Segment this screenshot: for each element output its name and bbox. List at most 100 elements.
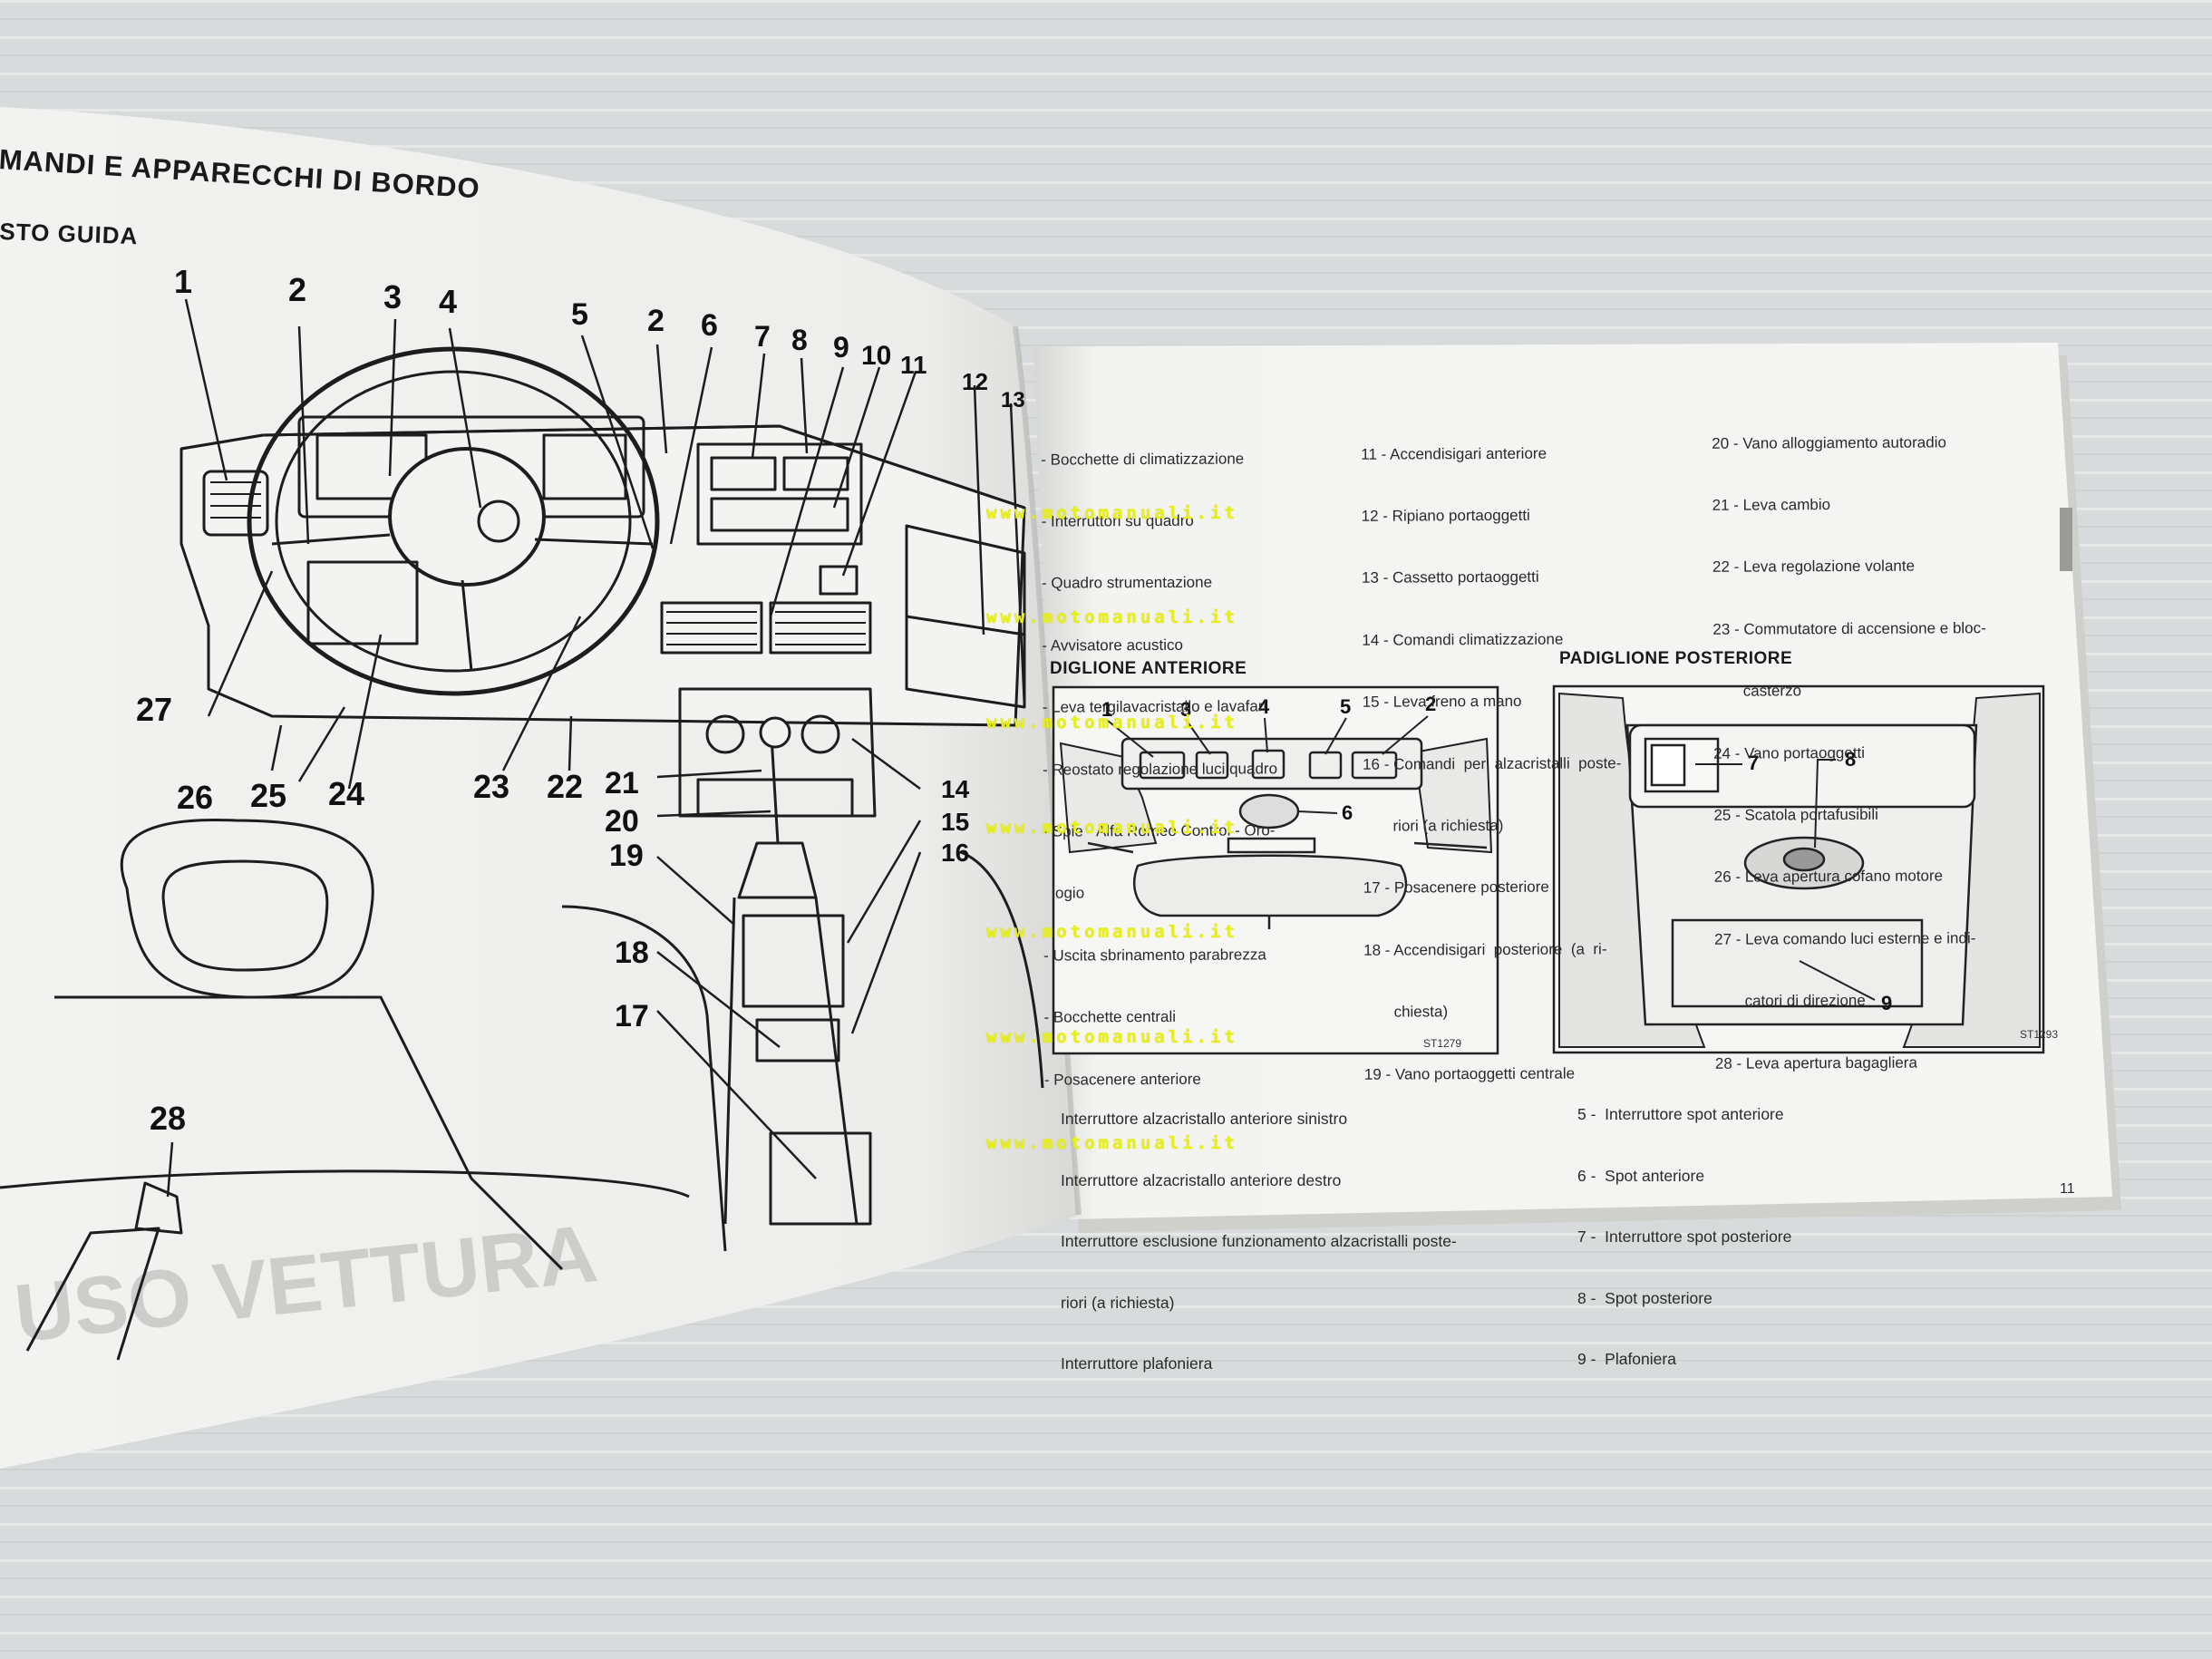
page-gutter	[1013, 325, 1082, 1216]
callout-16: 16	[941, 839, 969, 867]
callout-18: 18	[615, 936, 649, 970]
watermark: www.motomanuali.it	[986, 922, 1238, 942]
legend-line: riori (a richiesta)	[1363, 816, 1504, 835]
legend-line: - Bocchette di climatizzazione	[1041, 450, 1245, 469]
callout-2: 2	[288, 271, 306, 308]
watermark: www.motomanuali.it	[986, 503, 1238, 523]
legend-line: logio	[1043, 884, 1085, 903]
callout-11: 11	[900, 351, 927, 379]
callout-26: 26	[177, 779, 213, 816]
legend-line: - Quadro strumentazione	[1041, 574, 1213, 593]
callout-21: 21	[605, 766, 639, 800]
leader-lines	[166, 298, 1026, 1198]
legend-line: 11 - Accendisigari anteriore	[1361, 444, 1547, 463]
legend-line: riori (a richiesta)	[1061, 1293, 1175, 1312]
legend-line: 14 - Comandi climatizzazione	[1362, 630, 1564, 649]
rear-roof-callouts: 7 8 9 ST1293	[1748, 748, 2058, 1041]
callout-3: 3	[383, 278, 402, 315]
legend-line: 23 - Commutatore di accensione e bloc-	[1712, 618, 1986, 638]
callout-15: 15	[941, 808, 969, 836]
callout-8: 8	[791, 324, 808, 356]
callout-12: 12	[962, 368, 988, 395]
front-roof-callouts: 1 3 4 5 2 6 ST1279	[1101, 693, 1461, 1050]
legend-line: 7 - Interruttore spot posteriore	[1577, 1227, 1792, 1246]
page-number: 11	[2060, 1181, 2075, 1197]
dashboard-illustration	[0, 346, 1044, 1361]
callout-24: 24	[328, 775, 364, 812]
front-callout-5: 5	[1340, 695, 1351, 718]
legend-line: - Uscita sbrinamento parabrezza	[1043, 946, 1266, 965]
rear-roof-legend: 5 - Interruttore spot anteriore 6 - Spot…	[1577, 1063, 1791, 1390]
legend-line: - Reostato regolazione luci quadro	[1043, 759, 1278, 779]
callout-10: 10	[861, 341, 891, 371]
legend-line: 25 - Scatola portafusibili	[1713, 805, 1878, 824]
legend-line: 8 - Spot posteriore	[1577, 1288, 1712, 1307]
watermark: www.motomanuali.it	[986, 1027, 1238, 1047]
legend-line: 26 - Leva apertura cofano motore	[1713, 867, 1944, 887]
callout-6: 6	[701, 308, 718, 343]
legend-line: - Avvisatore acustico	[1042, 635, 1183, 655]
callout-14: 14	[941, 775, 970, 803]
callout-1: 1	[174, 263, 192, 300]
legend-line: 21 - Leva cambio	[1712, 496, 1831, 514]
legend-line: 22 - Leva regolazione volante	[1712, 557, 1916, 577]
legend-line: 17 - Posacenere posteriore	[1363, 878, 1549, 897]
front-callout-2: 2	[1425, 693, 1436, 715]
callout-9: 9	[833, 331, 849, 364]
front-callout-6: 6	[1342, 801, 1353, 824]
callout-13: 13	[1001, 388, 1025, 412]
watermark: www.motomanuali.it	[986, 1133, 1238, 1153]
legend-line: chiesta)	[1363, 1003, 1449, 1021]
callout-17: 17	[615, 999, 649, 1033]
callout-20: 20	[605, 804, 639, 839]
page-subtitle: STO GUIDA	[0, 218, 139, 250]
watermark: www.motomanuali.it	[986, 607, 1238, 627]
front-callout-3: 3	[1180, 698, 1191, 721]
callout-23: 23	[473, 768, 509, 805]
front-roof-header: DIGLIONE ANTERIORE	[1050, 659, 1247, 678]
legend-line: 9 - Plafoniera	[1577, 1350, 1676, 1368]
rear-leader-lines	[1695, 759, 1876, 1001]
callout-27: 27	[136, 691, 172, 728]
legend-line: Interruttore alzacristallo anteriore sin…	[1061, 1110, 1348, 1128]
rear-callout-9: 9	[1881, 992, 1892, 1014]
front-roof-figure	[1052, 685, 1499, 1055]
rear-roof-header: PADIGLIONE POSTERIORE	[1559, 649, 1793, 668]
left-callouts: 1 2 3 4 5 2 6 7 8 9 10 11 12 13 14 15 16…	[136, 263, 1025, 1137]
rear-figure-code: ST1293	[2020, 1028, 2058, 1041]
front-figure-code: ST1279	[1423, 1037, 1461, 1050]
rear-callout-8: 8	[1845, 748, 1856, 771]
callout-28: 28	[150, 1100, 186, 1137]
legend-line: 27 - Leva comando luci esterne e indi-	[1714, 928, 1976, 948]
legend-line: 12 - Ripiano portaoggetti	[1361, 506, 1530, 525]
front-roof-legend: Interruttore alzacristallo anteriore sin…	[1061, 1068, 1457, 1394]
callout-22: 22	[547, 768, 583, 805]
callout-7: 7	[754, 320, 771, 353]
legend-line: - Bocchette centrali	[1043, 1008, 1177, 1026]
front-callout-4: 4	[1258, 695, 1270, 718]
legend-column-2: 11 - Accendisigari anteriore 12 - Ripian…	[1361, 402, 1623, 1106]
callout-5: 5	[571, 297, 588, 332]
front-callout-1: 1	[1101, 698, 1112, 721]
front-leader-lines	[1107, 715, 1429, 814]
legend-line: 5 - Interruttore spot anteriore	[1577, 1105, 1784, 1123]
legend-line: Interruttore esclusione funzionamento al…	[1061, 1232, 1457, 1250]
legend-line: 20 - Vano alloggiamento autoradio	[1712, 433, 1946, 452]
legend-line: 13 - Cassetto portaoggetti	[1361, 568, 1539, 587]
legend-line: casterzo	[1712, 682, 1802, 700]
legend-line: Interruttore plafoniera	[1061, 1354, 1213, 1373]
legend-line: 6 - Spot anteriore	[1577, 1166, 1705, 1185]
legend-column-3: 20 - Vano alloggiamento autoradio 21 - L…	[1712, 391, 1988, 1095]
legend-line: 18 - Accendisigari posteriore (a ri-	[1363, 940, 1607, 959]
watermark: www.motomanuali.it	[986, 713, 1238, 732]
legend-line: 24 - Vano portaoggetti	[1713, 743, 1866, 762]
callout-2b: 2	[647, 304, 665, 338]
legend-line: Interruttore alzacristallo anteriore des…	[1061, 1170, 1342, 1189]
rear-callout-7: 7	[1748, 752, 1759, 774]
callout-19: 19	[609, 839, 644, 873]
callout-25: 25	[250, 777, 286, 814]
watermark: www.motomanuali.it	[986, 818, 1238, 838]
legend-line: 16 - Comandi per alzacristalli poste-	[1363, 753, 1622, 773]
callout-4: 4	[439, 283, 457, 320]
